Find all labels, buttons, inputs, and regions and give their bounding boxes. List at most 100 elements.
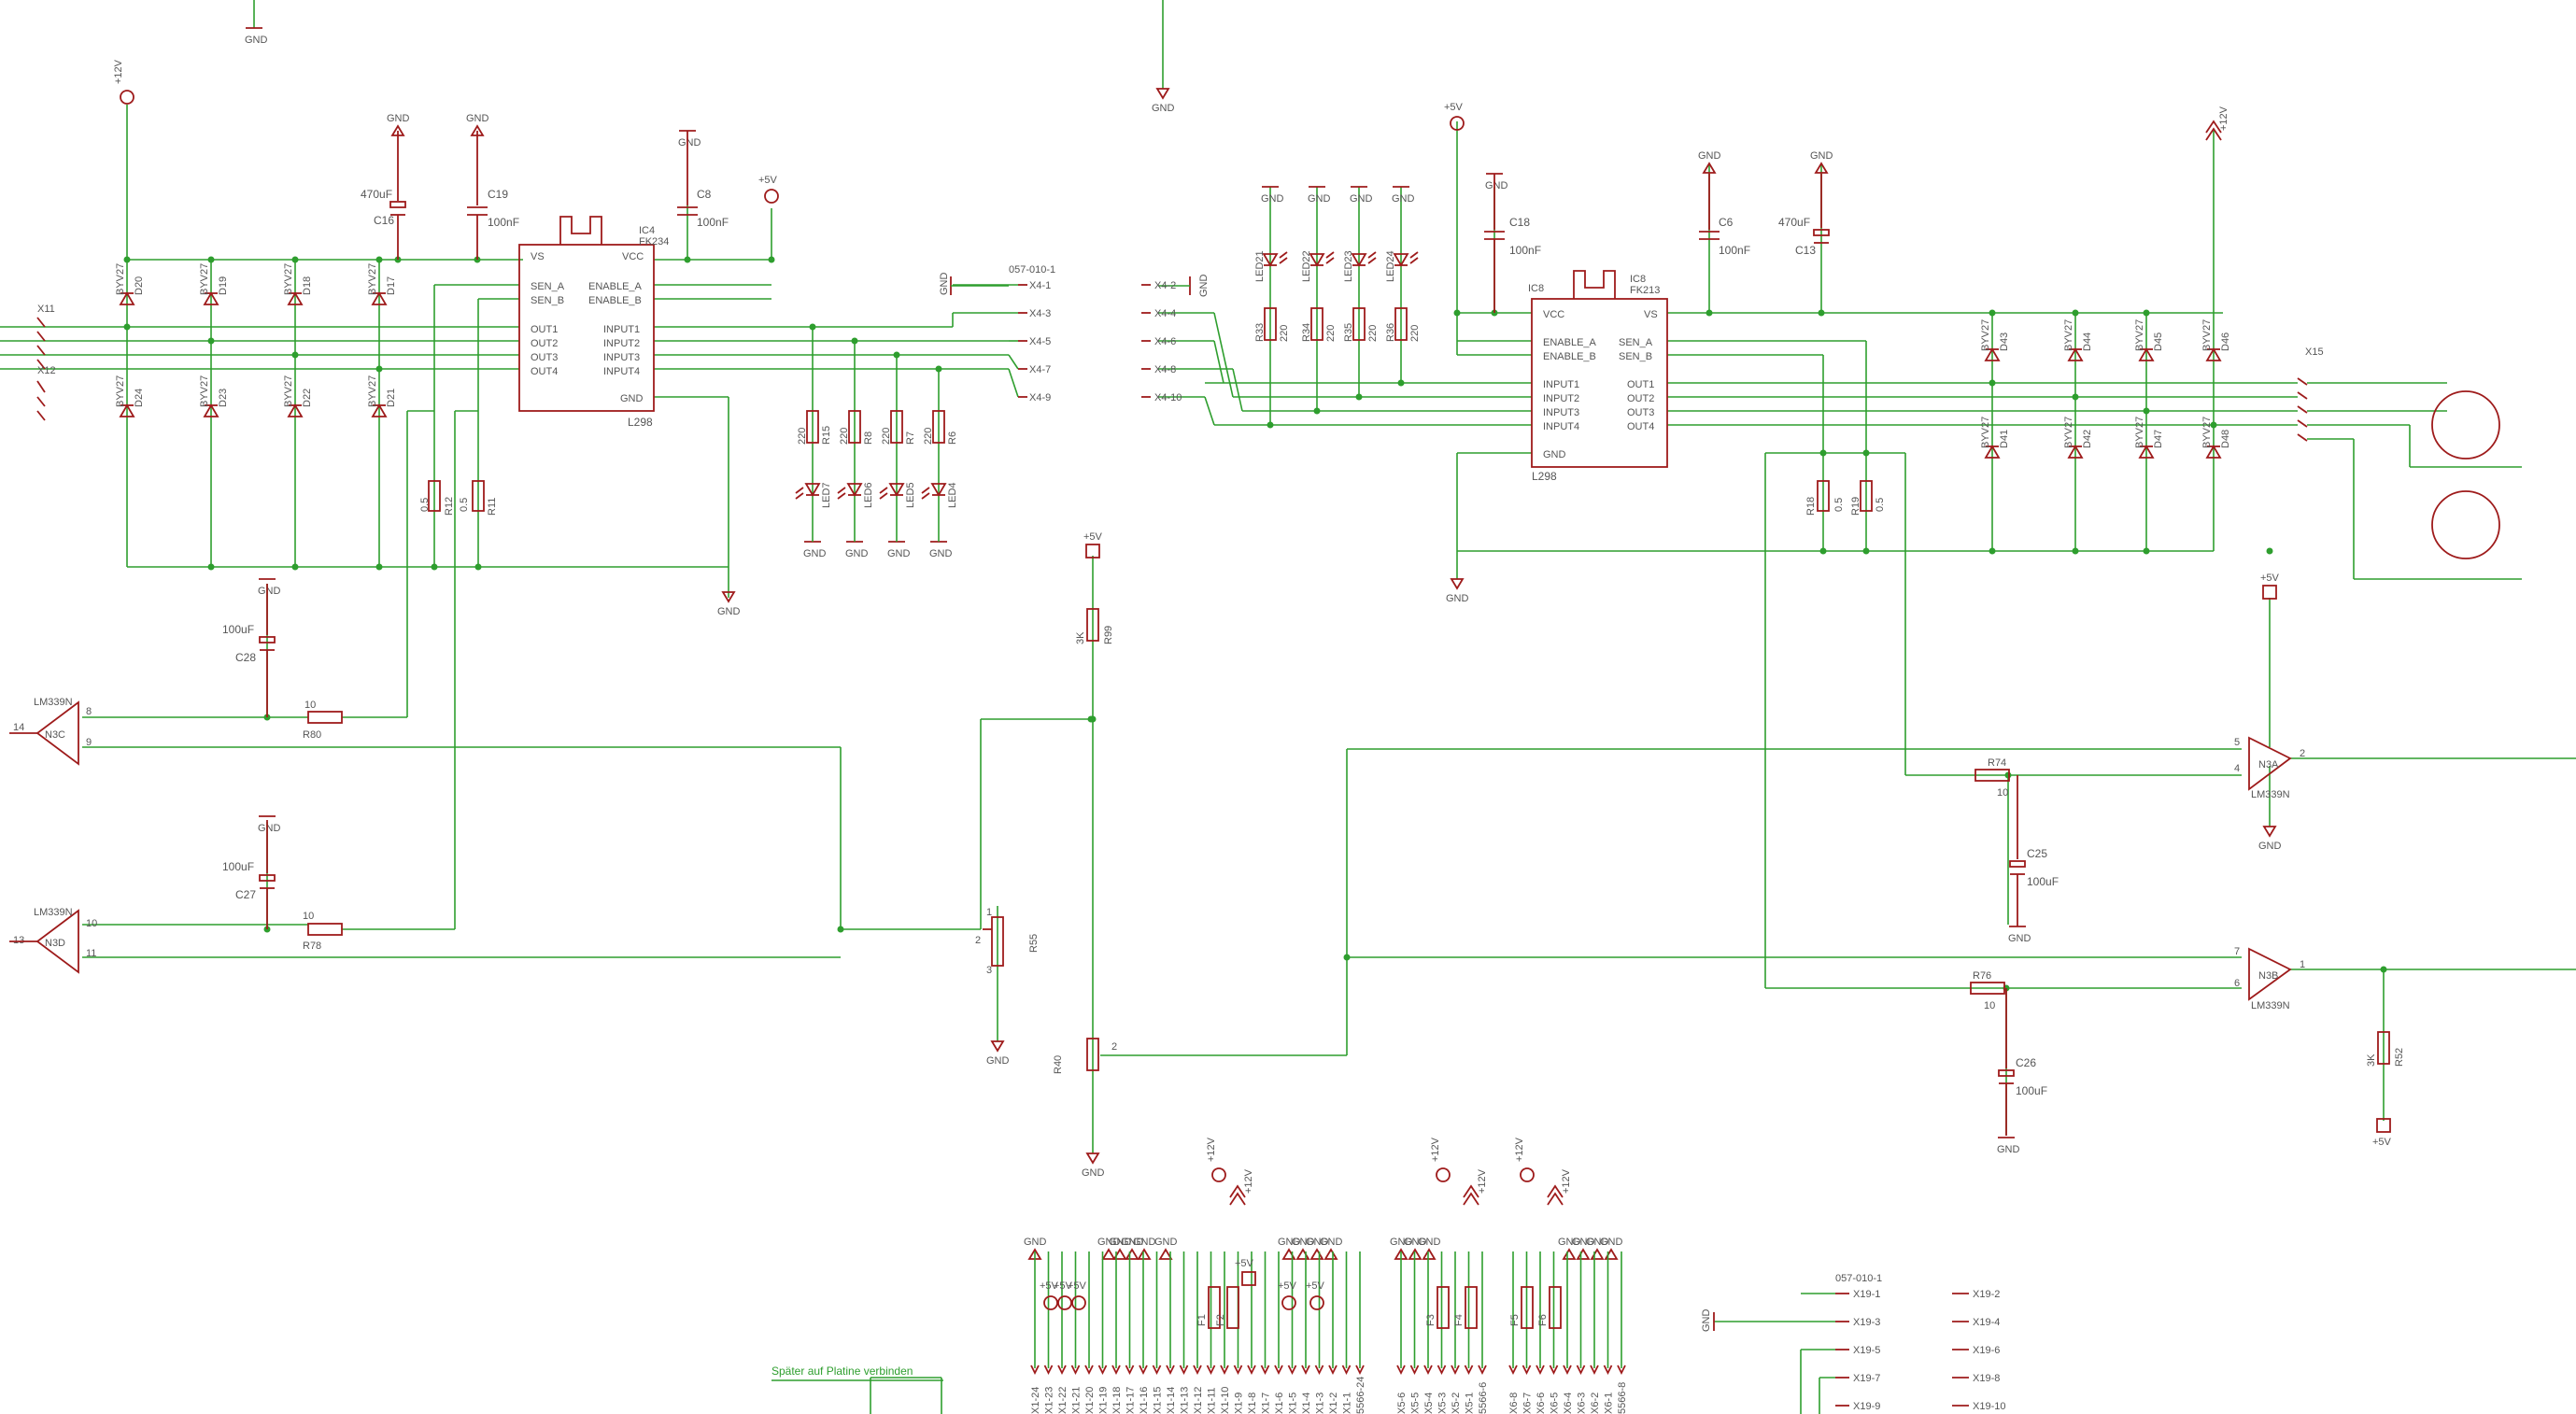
- gnd-label: GND: [1350, 193, 1373, 205]
- n3a-pin5: 5: [2234, 737, 2240, 748]
- comparator-n3c[interactable]: N3C LM339N 14 8 9: [9, 697, 92, 766]
- n3a-ref: N3A: [2258, 759, 2279, 771]
- led-res-ref: R33: [1254, 323, 1266, 342]
- led-label: LED7: [821, 482, 832, 508]
- res-r80: 10 R80: [303, 700, 343, 741]
- ground-bar: GND: [678, 130, 701, 148]
- connector-x15[interactable]: X15: [2297, 346, 2324, 442]
- led-res-ref: R8: [863, 431, 874, 445]
- junction-dot: [2072, 393, 2079, 401]
- pin-x1-8: X1-8: [1247, 1393, 1258, 1414]
- fuse-label: F1: [1196, 1314, 1208, 1326]
- resistors: 0.5 R12 0.5 R11 R18 0.5 R19 0.5 10 R80 1…: [303, 480, 2405, 1074]
- ic4-pin-enable-a: ENABLE_A: [588, 281, 643, 292]
- pot-r40[interactable]: R40 2: [1053, 1038, 1117, 1074]
- led-res-ref: R15: [821, 426, 832, 445]
- pin-x6-2: X6-2: [1590, 1393, 1601, 1414]
- r76-value: 10: [1984, 1000, 1995, 1011]
- gnd-label: GND: [258, 586, 281, 597]
- n3a-part: LM339N: [2251, 789, 2290, 800]
- gnd-label: GND: [939, 273, 950, 296]
- cap-c8: C8 100nF: [677, 131, 729, 229]
- junction-dot: [851, 337, 858, 345]
- ic8-pin-vs: VS: [1644, 309, 1658, 320]
- c16-ref: C16: [374, 214, 394, 227]
- junction-dot: [1819, 547, 1827, 555]
- junction-dot: [2143, 309, 2150, 317]
- ic8-pin-senb: SEN_B: [1619, 351, 1652, 362]
- ground-bar: GND: [245, 27, 268, 46]
- ic4-footprint: FK234: [639, 236, 669, 247]
- res-r18: R18 0.5: [1805, 480, 1845, 516]
- diode-d20-part: BYV27: [115, 263, 126, 295]
- r55-pin1: 1: [986, 907, 992, 918]
- diode-d18-ref: D18: [302, 276, 313, 295]
- junction-dot: [1397, 379, 1405, 387]
- junction-dot: [2004, 771, 2012, 779]
- junction-dot: [2072, 309, 2079, 317]
- x19-pin-x19-10: X19-10: [1973, 1401, 2005, 1412]
- connector-x19[interactable]: 057-010-1 X19-1X19-3X19-5X19-7X19-9X19-2…: [1835, 1273, 2005, 1412]
- ground-triangle: GND: [1558, 1237, 1581, 1260]
- gnd-x4: GND: [939, 273, 1009, 296]
- n3b-pin7: 7: [2234, 946, 2240, 957]
- ic4-pin-input4: INPUT4: [603, 366, 640, 377]
- gnd-label: GND: [1586, 1237, 1609, 1248]
- ic4-l298[interactable]: VS SEN_A SEN_B OUT1 OUT2 OUT3 OUT4 VCC E…: [518, 216, 669, 429]
- led-res-value: 220: [839, 428, 850, 445]
- led-label: LED4: [947, 482, 958, 508]
- gnd-label: GND: [929, 548, 953, 559]
- comparator-n3b[interactable]: N3B LM339N 7 6 1: [2234, 946, 2305, 1011]
- x4-pin-x4-6: X4-6: [1154, 336, 1176, 347]
- gnd-label: GND: [1446, 593, 1469, 604]
- led-res-value: 220: [1367, 325, 1379, 342]
- connector-x4[interactable]: 057-010-1 X4-1X4-3X4-5X4-7X4-9X4-2X4-4X4…: [1009, 264, 1182, 403]
- junction-dot: [375, 256, 383, 263]
- pot-r55[interactable]: R55 1 2 3: [975, 907, 1040, 976]
- pin-x1-19: X1-19: [1098, 1387, 1110, 1414]
- diode-d18-part: BYV27: [283, 263, 294, 295]
- r18-ref: R18: [1805, 497, 1817, 516]
- ic4-pin-out2: OUT2: [531, 338, 558, 349]
- pin-x6-5: X6-5: [1550, 1393, 1561, 1414]
- gnd-label: GND: [1121, 1237, 1144, 1248]
- junction-dot: [1989, 379, 1996, 387]
- comparator-n3d[interactable]: N3D LM339N 13 10 11: [9, 907, 97, 974]
- pin-x1-4: X1-4: [1301, 1393, 1312, 1414]
- c13-value: 470uF: [1778, 216, 1810, 229]
- res-r76: R76 10: [1970, 970, 2005, 1011]
- r80-ref: R80: [303, 729, 321, 741]
- ic4-pin-sena: SEN_A: [531, 281, 565, 292]
- gnd-label: GND: [1292, 1237, 1315, 1248]
- connector-x11[interactable]: X11: [36, 304, 55, 370]
- junction-dot: [768, 256, 775, 263]
- led-res-value: 220: [797, 428, 808, 445]
- junction-dot: [2380, 966, 2387, 973]
- r99-value: 3K: [1075, 631, 1086, 644]
- connector-x12[interactable]: X12: [36, 365, 56, 421]
- p5-ic8-label: +5V: [1444, 102, 1464, 113]
- gnd-label: GND: [1701, 1309, 1712, 1333]
- pin-x1-16: X1-16: [1139, 1387, 1150, 1414]
- ic8-pin-input1: INPUT1: [1543, 379, 1579, 390]
- p5-label: +5V: [1068, 1280, 1087, 1292]
- diode-d19-ref: D19: [218, 276, 229, 295]
- gnd-label: GND: [466, 113, 489, 124]
- c27-value: 100uF: [222, 860, 254, 873]
- ic4-pin-vcc: VCC: [622, 251, 644, 262]
- p5-n3a: +5V: [2260, 573, 2280, 600]
- comparator-n3a[interactable]: N3A LM339N 5 4 2: [2234, 736, 2305, 800]
- junction-dot: [291, 351, 299, 359]
- pin-x5-3: X5-3: [1437, 1393, 1449, 1414]
- ic8-l298[interactable]: VCC ENABLE_A ENABLE_B INPUT1 INPUT2 INPU…: [1528, 270, 1668, 483]
- p12-label: +12V: [1206, 1137, 1217, 1162]
- x19-pin-x19-5: X19-5: [1853, 1345, 1880, 1356]
- res-r78: 10 R78: [303, 911, 343, 952]
